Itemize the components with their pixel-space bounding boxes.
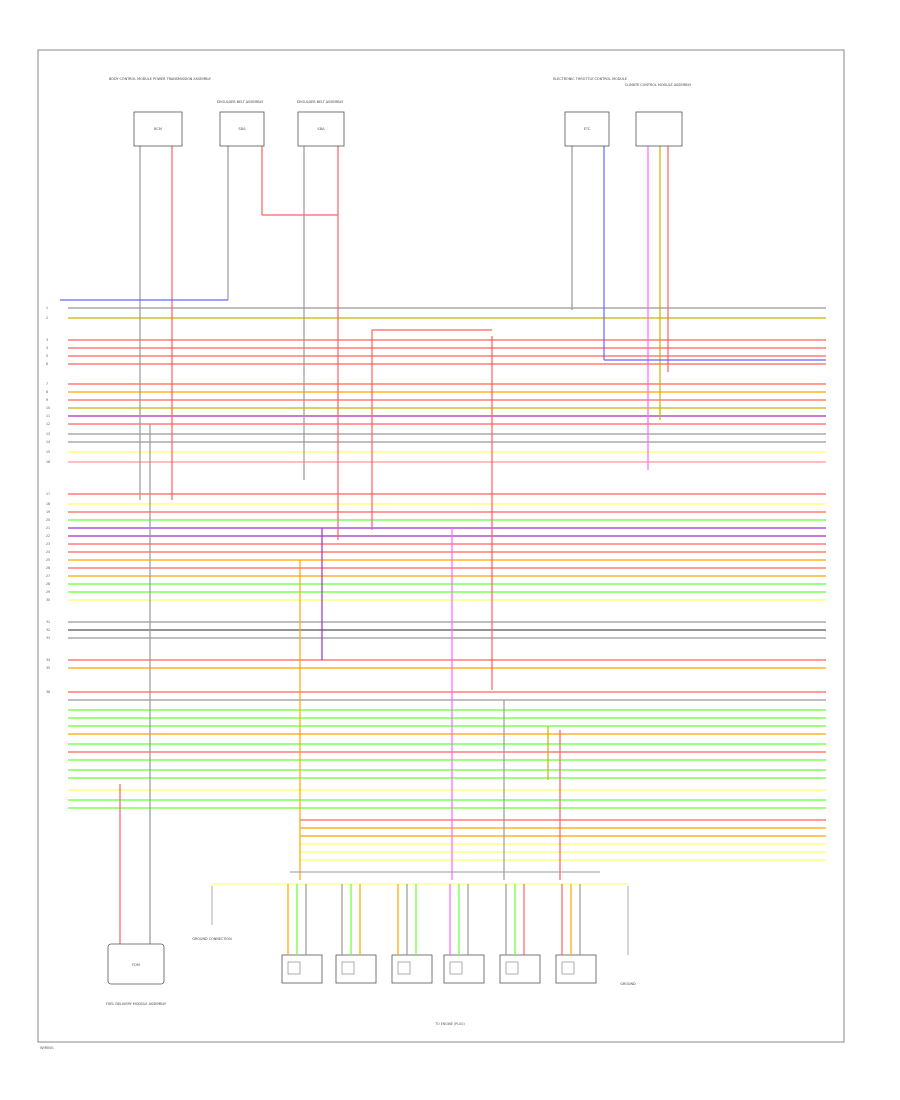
diagram-border	[37, 49, 845, 1043]
top-component-2-box-label: SBA	[238, 127, 246, 131]
left-pin-label: 20	[46, 518, 50, 522]
top-component-5-label: CLIMATE CONTROL MODULE ASSEMBLY	[625, 83, 692, 87]
bottom-unit	[335, 884, 377, 984]
ground-right-label: GROUND	[620, 982, 636, 986]
left-pin-label: 16	[46, 460, 50, 464]
top-component-3: SHOULDER BELT ASSEMBLY SBA	[297, 100, 345, 147]
top-component-1-label: BODY CONTROL MODULE POWER TRANSMISSION A…	[109, 77, 212, 81]
bottom-unit	[281, 884, 323, 984]
ground-left-label: GROUND CONNECTION	[192, 937, 232, 941]
left-pin-label: 11	[46, 414, 50, 418]
left-pin-label: 4	[46, 346, 48, 350]
left-pin-label: 6	[46, 362, 48, 366]
top-component-5: CLIMATE CONTROL MODULE ASSEMBLY	[625, 83, 692, 147]
left-pin-label: 24	[46, 550, 50, 554]
left-pin-label: 1	[46, 306, 48, 310]
bottom-unit-row	[281, 884, 597, 984]
left-pin-label: 8	[46, 390, 48, 394]
left-pin-label: 10	[46, 406, 50, 410]
left-pin-label: 33	[46, 636, 50, 640]
fuel-module-box-label: FDM	[132, 963, 140, 967]
ground-right: GROUND	[620, 886, 636, 986]
left-pin-label: 34	[46, 658, 50, 662]
component-layer: BODY CONTROL MODULE POWER TRANSMISSION A…	[106, 77, 692, 1026]
top-component-3-box-label: SBA	[317, 127, 325, 131]
left-pin-label: 3	[46, 338, 48, 342]
left-pin-label: 35	[46, 666, 50, 670]
left-pin-label: 21	[46, 526, 50, 530]
left-pin-label: 23	[46, 542, 50, 546]
top-component-1-box-label: BCM	[154, 127, 162, 131]
ground-left: GROUND CONNECTION	[192, 886, 232, 941]
left-pin-label: 27	[46, 574, 50, 578]
bottom-unit	[391, 884, 433, 984]
left-pin-label: 31	[46, 620, 50, 624]
left-pin-label: 19	[46, 510, 50, 514]
left-pin-label: 28	[46, 582, 50, 586]
left-pin-label: 15	[46, 450, 50, 454]
left-pin-label: 17	[46, 492, 50, 496]
top-component-2-label: SHOULDER BELT ASSEMBLY	[217, 100, 264, 104]
bottom-unit	[555, 884, 597, 984]
left-pin-label: 2	[46, 316, 48, 320]
left-pin-label: 7	[46, 382, 48, 386]
top-component-4-label: ELECTRONIC THROTTLE CONTROL MODULE	[553, 77, 627, 81]
fuel-module-label: FUEL DELIVERY MODULE ASSEMBLY	[106, 1002, 167, 1006]
left-pin-label: 13	[46, 432, 50, 436]
left-pin-label: 29	[46, 590, 50, 594]
top-component-2: SHOULDER BELT ASSEMBLY SBA	[217, 100, 265, 147]
top-component-4: ELECTRONIC THROTTLE CONTROL MODULE ETC	[553, 77, 627, 147]
left-pin-column: 1234567891011121314151617181920212223242…	[46, 306, 50, 694]
left-pin-label: 12	[46, 422, 50, 426]
left-pin-label: 30	[46, 598, 50, 602]
bottom-unit	[443, 884, 485, 984]
left-pin-label: 22	[46, 534, 50, 538]
fuel-delivery-module: FDM FUEL DELIVERY MODULE ASSEMBLY	[106, 943, 167, 1006]
bottom-unit	[499, 884, 541, 984]
bottom-connector-label: TO ENGINE (PLUG)	[434, 1022, 465, 1026]
top-component-1: BODY CONTROL MODULE POWER TRANSMISSION A…	[109, 77, 212, 147]
left-pin-label: 26	[46, 566, 50, 570]
top-component-4-box-label: ETC	[584, 127, 591, 131]
left-pin-label: 9	[46, 398, 48, 402]
left-pin-label: 32	[46, 628, 50, 632]
top-component-3-label: SHOULDER BELT ASSEMBLY	[297, 100, 344, 104]
left-pin-label: 5	[46, 354, 48, 358]
left-pin-label: 14	[46, 440, 50, 444]
left-pin-label: 18	[46, 502, 50, 506]
wire-bundle	[60, 146, 826, 944]
left-pin-label: 36	[46, 690, 50, 694]
left-pin-label: 25	[46, 558, 50, 562]
page-label: WIRING	[40, 1046, 54, 1050]
